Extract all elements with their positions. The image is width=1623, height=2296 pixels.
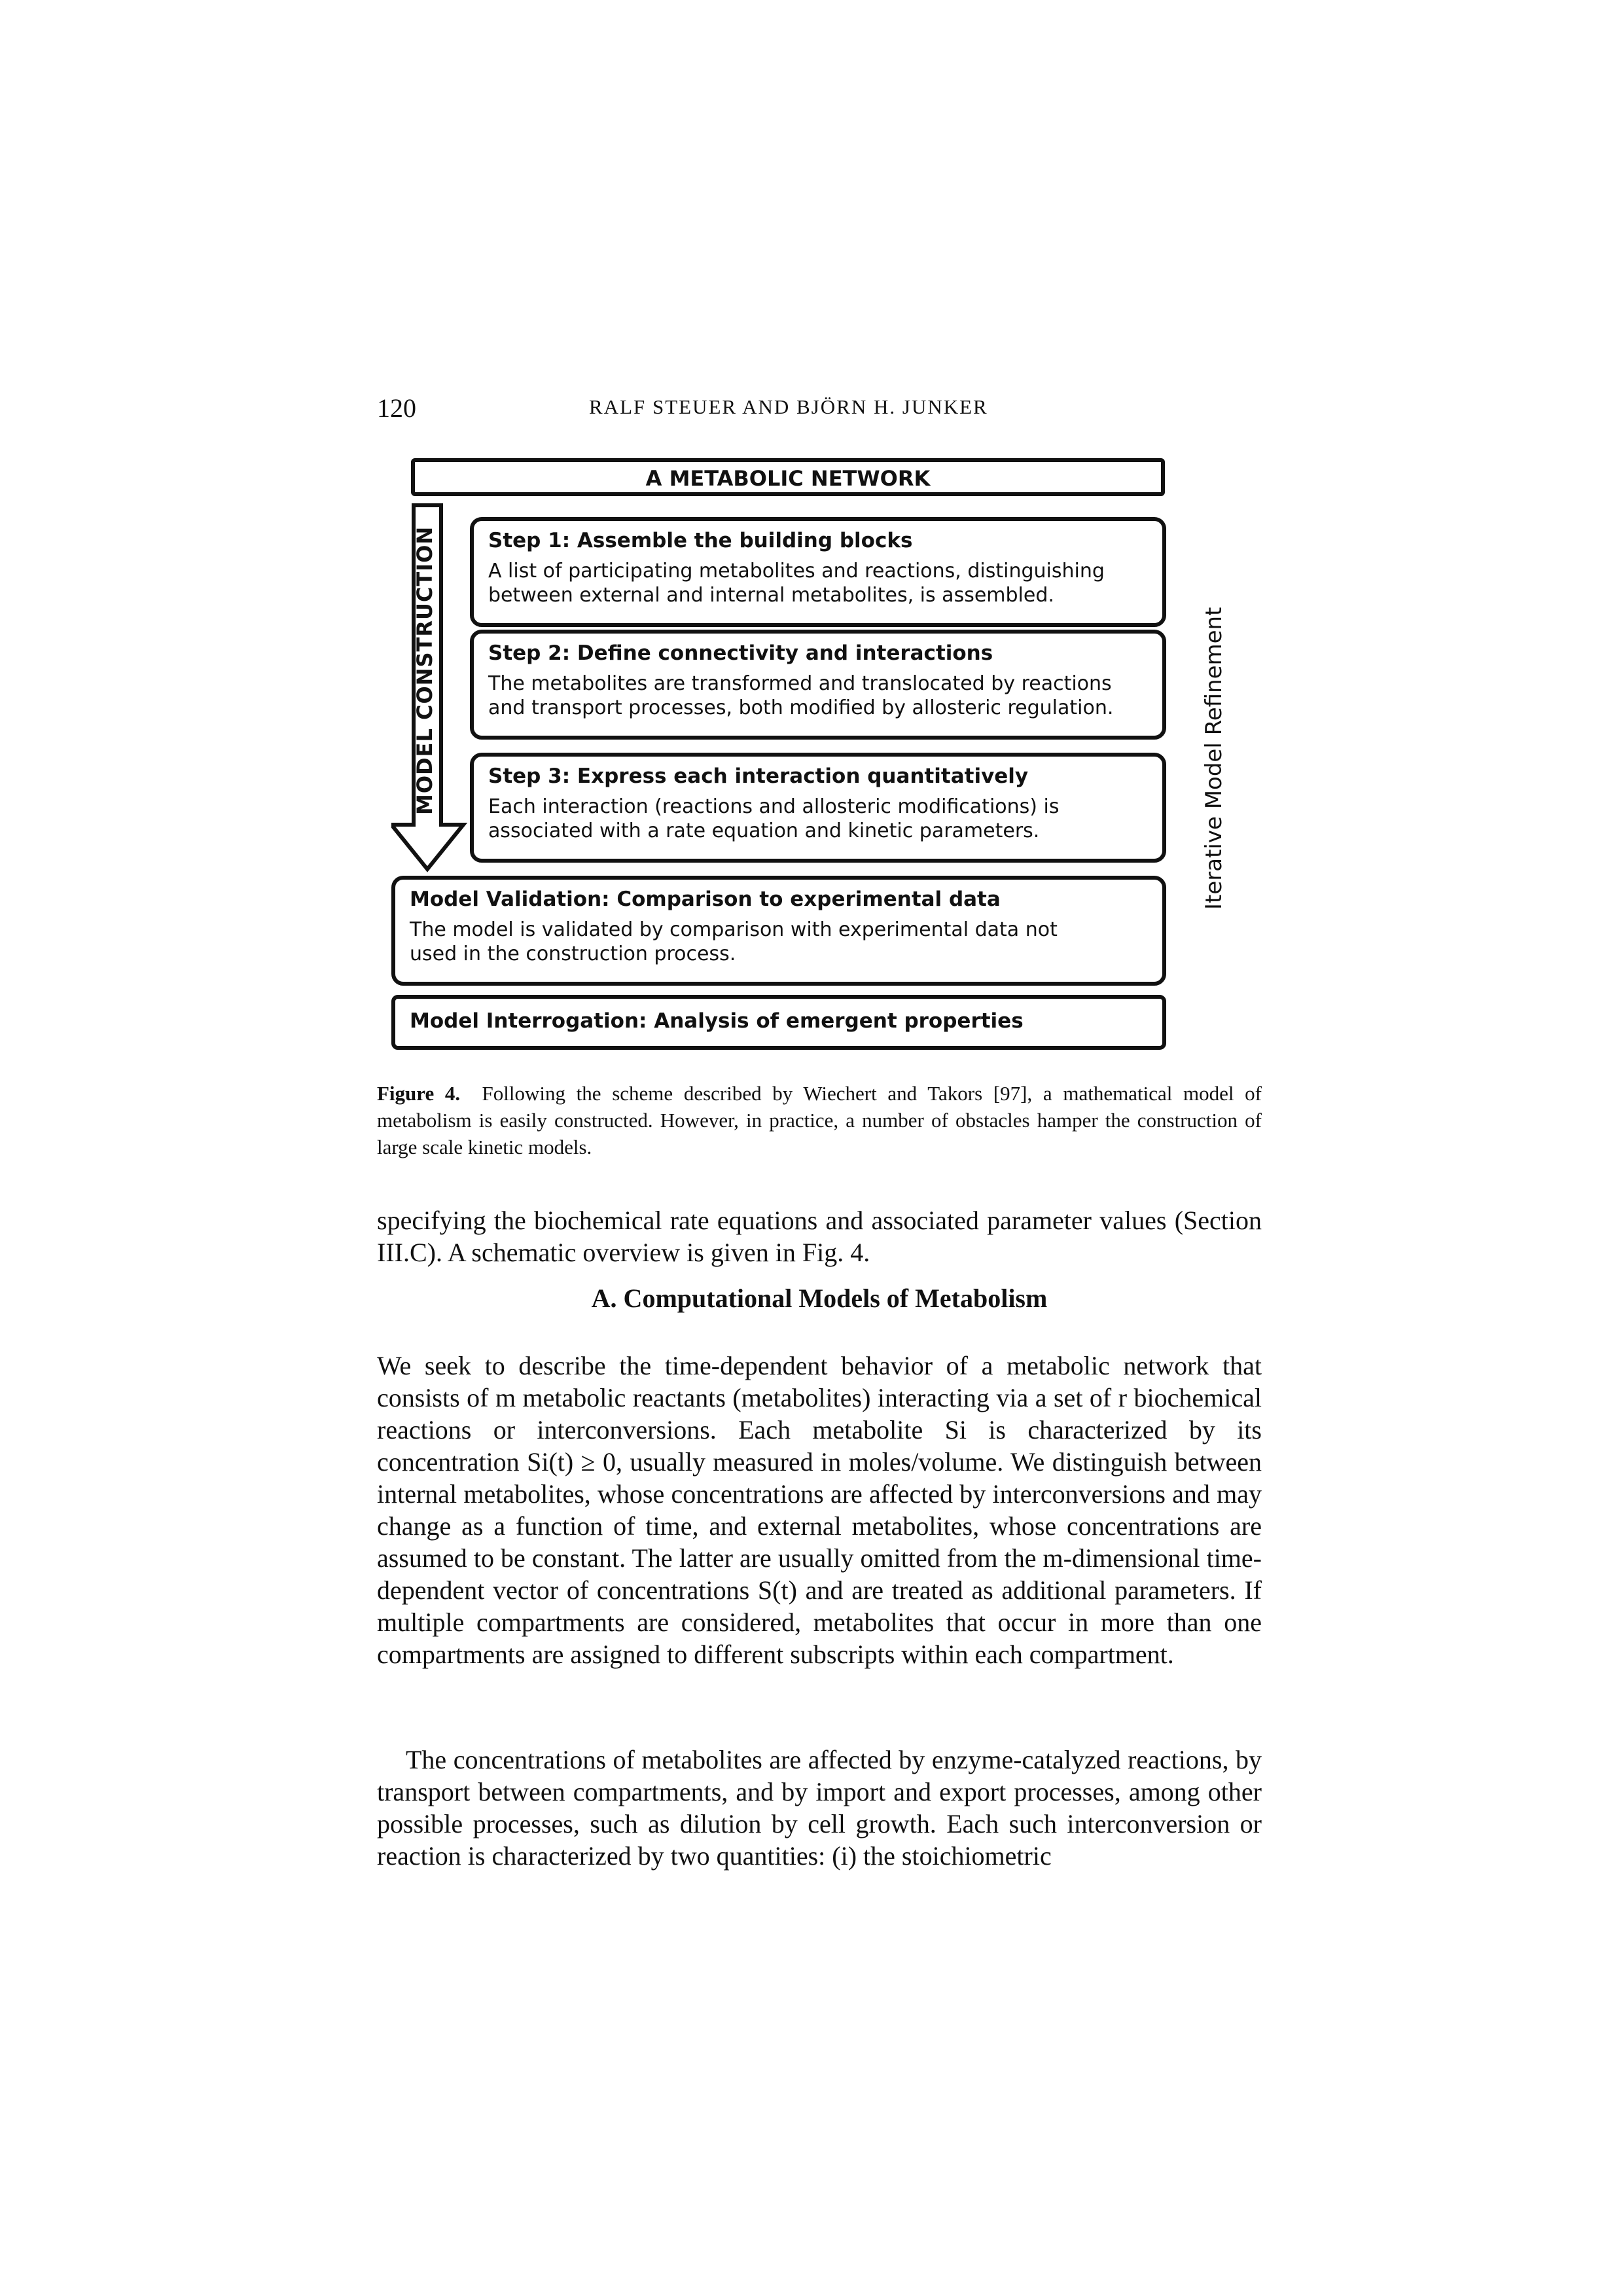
iterative-refinement-label: Iterative Model Refinement [1201,607,1227,910]
validation-heading: Model Validation: Comparison to experime… [410,888,1001,911]
validation-line-2: used in the construction process. [410,942,736,965]
step-1-line-2: between external and internal metabolite… [488,584,1054,607]
step-3-line-1: Each interaction (reactions and alloster… [488,795,1060,818]
validation-text: The model is validated by comparison wit… [410,918,1058,966]
diagram-title: A METABOLIC NETWORK [645,466,931,491]
diagram-title-bar: A METABOLIC NETWORK [411,458,1165,496]
step-3-heading: Step 3: Express each interaction quantit… [488,764,1029,788]
step-2-text: The metabolites are transformed and tran… [488,672,1113,720]
step-2-line-2: and transport processes, both modified b… [488,696,1114,719]
step-2-box: Step 2: Define connectivity and interact… [470,630,1166,740]
step-2-heading: Step 2: Define connectivity and interact… [488,641,993,665]
page-number: 120 [377,393,416,423]
paragraph-2-text: The concentrations of metabolites are af… [377,1745,1262,1871]
paragraph-1: We seek to describe the time-dependent b… [377,1351,1262,1669]
step-3-text: Each interaction (reactions and alloster… [488,795,1059,843]
figure-caption: Figure 4. Following the scheme described… [377,1080,1262,1160]
step-1-line-1: A list of participating metabolites and … [488,560,1105,583]
step-1-heading: Step 1: Assemble the building blocks [488,529,913,552]
step-3-box: Step 3: Express each interaction quantit… [470,753,1166,863]
intro-paragraph: specifying the biochemical rate equation… [377,1206,1262,1267]
caption-label: Figure 4. [377,1082,461,1105]
model-construction-label: MODEL CONSTRUCTION [412,526,437,815]
validation-line-1: The model is validated by comparison wit… [410,918,1058,941]
running-head: RALF STEUER AND BJÖRN H. JUNKER [589,395,988,418]
step-2-line-1: The metabolites are transformed and tran… [488,672,1112,695]
validation-box: Model Validation: Comparison to experime… [391,876,1166,986]
step-1-box: Step 1: Assemble the building blocks A l… [470,517,1166,627]
section-heading: A. Computational Models of Metabolism [591,1283,1048,1313]
step-1-text: A list of participating metabolites and … [488,559,1105,607]
caption-text: Following the scheme described by Wieche… [377,1082,1262,1158]
step-3-line-2: associated with a rate equation and kine… [488,819,1040,842]
interrogation-heading: Model Interrogation: Analysis of emergen… [410,1009,1024,1033]
interrogation-box: Model Interrogation: Analysis of emergen… [391,995,1166,1050]
down-arrow-icon [391,503,468,872]
paragraph-2: The concentrations of metabolites are af… [377,1744,1262,1872]
